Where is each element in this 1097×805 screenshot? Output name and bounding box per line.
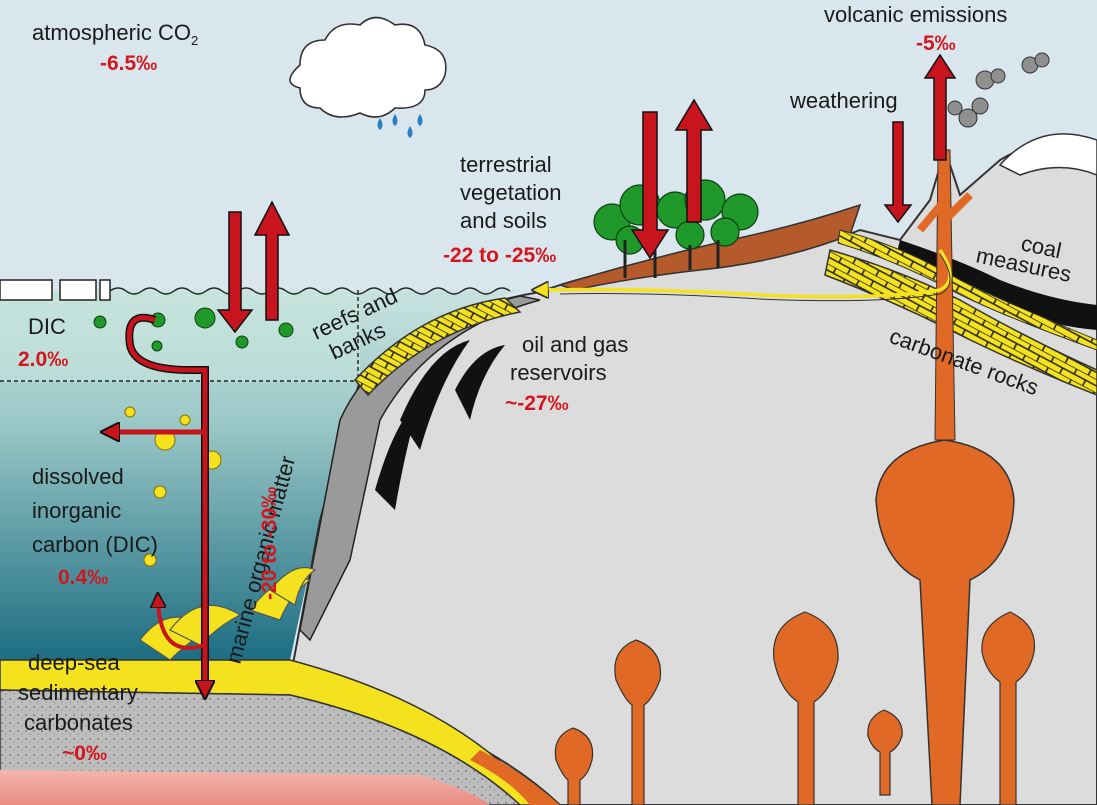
raindrop-icon — [377, 114, 423, 138]
carbonate-rock-bricks — [824, 249, 1097, 396]
atmospheric-co2-value: -6.5‰ — [100, 52, 157, 75]
volcanic-emissions-label: volcanic emissions — [824, 2, 1007, 27]
weathering-label: weathering — [789, 88, 898, 113]
ocean — [0, 290, 520, 660]
sea-surface-waves — [109, 287, 511, 295]
turbidite-fans — [139, 566, 317, 661]
oil-gas-value: ~-27‰ — [505, 392, 569, 415]
carbonate-rock-bricks-2 — [837, 229, 1097, 351]
dissolved-label-3: carbon (DIC) — [32, 532, 158, 557]
terrestrial-value: -22 to -25‰ — [443, 244, 556, 267]
oil-gas-label-1: oil and gas — [522, 332, 628, 357]
dic-surface-label: DIC — [28, 314, 66, 339]
dissolved-label-2: inorganic — [32, 498, 121, 523]
plankton-icon — [93, 307, 294, 352]
burial-return-arrow — [158, 600, 206, 650]
deepsea-label-3: carbonates — [24, 710, 133, 735]
magma-blob-1 — [614, 639, 662, 805]
terrestrial-label-2: vegetation — [460, 180, 562, 205]
deepsea-label-1: deep-sea — [28, 650, 121, 675]
volcanic-emissions-value: -5‰ — [916, 32, 956, 55]
reef-carbonate-bricks — [353, 297, 522, 397]
dic-surface-value: 2.0‰ — [18, 348, 68, 371]
oil-gas-reservoir-shapes — [375, 340, 505, 510]
organic-cycle-arrow-fill — [126, 315, 205, 690]
smoke-icon — [947, 52, 1050, 128]
oil-gas-label-2: reservoirs — [510, 360, 607, 385]
dissolved-label-1: dissolved — [32, 464, 124, 489]
terrestrial-label-3: and soils — [460, 208, 547, 233]
atmospheric-co2-label: atmospheric CO2 — [32, 20, 198, 48]
subduction-zone — [470, 750, 560, 805]
deepsea-value: ~0‰ — [62, 742, 107, 765]
runoff-flow-line — [540, 249, 952, 297]
soil-layer — [557, 203, 862, 291]
deepsea-label-2: sedimentary — [18, 680, 138, 705]
snow-cap — [998, 133, 1097, 176]
marine-organic-value: -20 to -30‰ — [258, 487, 281, 600]
flux-arrow-icon — [216, 53, 957, 334]
magma-blob-4 — [867, 709, 903, 796]
magma-blob-2 — [772, 611, 839, 805]
terrestrial-label-1: terrestrial — [460, 152, 552, 177]
mantle — [0, 770, 490, 805]
magma-blob-3 — [981, 611, 1036, 805]
dissolved-value: 0.4‰ — [58, 566, 108, 589]
runoff-flow-outline — [559, 253, 951, 302]
volcano-feeder-branch — [916, 192, 973, 233]
surface-bar-icon — [0, 279, 111, 301]
magma-chamber-large — [875, 439, 1015, 805]
cloud-icon — [289, 16, 447, 118]
magma-blob-5 — [554, 727, 594, 805]
